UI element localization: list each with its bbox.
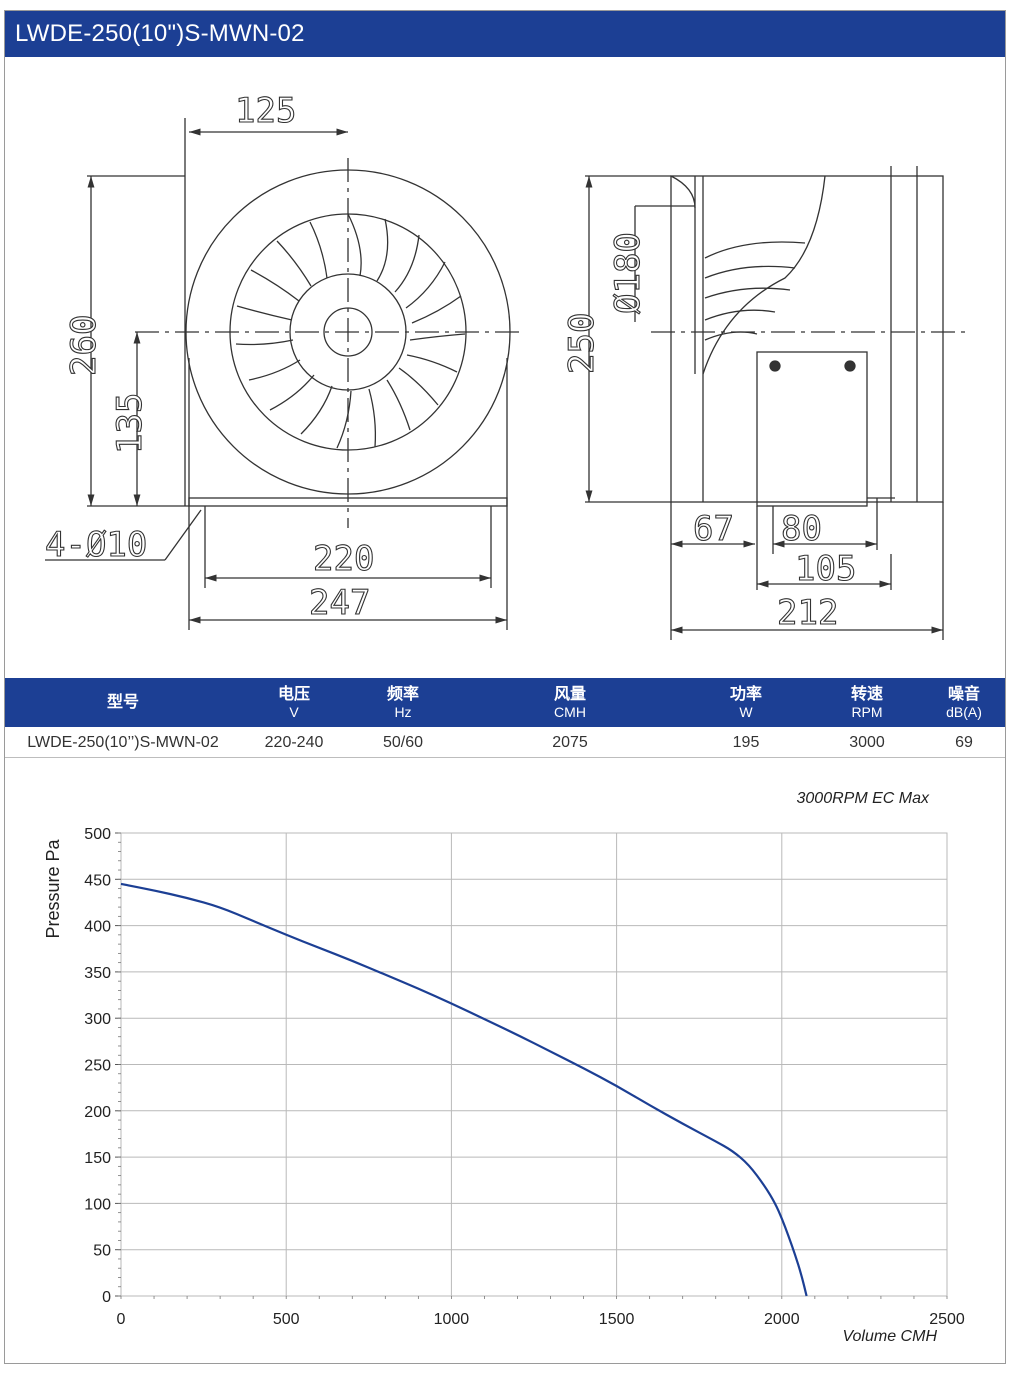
y-tick-label: 350 [84, 965, 111, 982]
y-tick-label: 450 [84, 872, 111, 889]
table-row: LWDE-250(10’’)S-MWN-02 220-240 50/60 207… [5, 727, 1005, 758]
cell-noise: 69 [955, 734, 973, 751]
dim-label: 220 [313, 539, 374, 579]
inlet-curve [702, 175, 826, 375]
dim-label: 135 [110, 393, 150, 454]
cell-speed: 3000 [849, 734, 885, 751]
series-line [120, 882, 808, 1297]
x-tick-label: 500 [273, 1311, 300, 1328]
cell-airflow: 2075 [552, 734, 588, 751]
y-tick-label: 0 [102, 1289, 111, 1306]
x-tick-label: 0 [117, 1311, 126, 1328]
chart-ticks: 0 500 1000 1500 2000 2500 0 50 100 150 200 250 300 35… [84, 826, 965, 1328]
x-axis-label: Volume CMH [842, 1328, 937, 1345]
y-tick-label: 150 [84, 1150, 111, 1167]
x-tick-label: 2000 [764, 1311, 800, 1328]
dim-label: 4-Ø10 [45, 525, 147, 565]
y-tick-label: 250 [84, 1058, 111, 1075]
page-title: LWDE-250(10")S-MWN-02 [5, 11, 1005, 57]
dim-label: 212 [777, 593, 838, 633]
dim-label: 105 [795, 549, 856, 589]
blade-slices [704, 241, 806, 341]
side-outline [670, 175, 944, 503]
x-tick-label: 2500 [929, 1311, 965, 1328]
y-axis-label: Pressure Pa [43, 838, 63, 938]
y-tick-label: 100 [84, 1196, 111, 1213]
dim-label: 125 [235, 91, 296, 131]
dim-label: 80 [781, 509, 822, 549]
performance-chart: 0 500 1000 1500 2000 2500 0 50 100 150 200 250 300 35… [5, 759, 1005, 1365]
dim-label: 67 [693, 509, 734, 549]
spec-sheet: LWDE-250(10")S-MWN-02 [4, 10, 1006, 1364]
chart-annotation: 3000RPM EC Max [797, 790, 930, 807]
dim-label: Ø180 [608, 232, 648, 314]
y-tick-label: 200 [84, 1104, 111, 1121]
header-model: 型号 [106, 693, 139, 711]
cell-frequency: 50/60 [382, 734, 424, 751]
cell-voltage: 220-240 [264, 734, 324, 751]
y-tick-label: 300 [84, 1011, 111, 1028]
y-tick-label: 500 [84, 826, 111, 843]
base-plate [188, 497, 508, 507]
technical-drawing: 125 260 135 4-Ø10 220 247 Ø180 250 67 80… [5, 58, 1005, 678]
x-tick-label: 1000 [434, 1311, 470, 1328]
dim-label: 250 [562, 313, 602, 374]
cell-power: 195 [732, 734, 760, 751]
x-tick-label: 1500 [599, 1311, 635, 1328]
chart-grid [120, 832, 948, 1297]
y-tick-label: 400 [84, 919, 111, 936]
dim-label: 260 [64, 315, 104, 376]
pressure-volume-chart: 0 500 1000 1500 2000 2500 0 50 100 150 200 250 300 35… [43, 790, 965, 1345]
dim-label: 247 [309, 583, 370, 623]
y-tick-label: 50 [93, 1243, 111, 1260]
cell-model: LWDE-250(10’’)S-MWN-02 [27, 734, 219, 751]
motor-bracket [756, 351, 868, 507]
dimension-drawing: 125 260 135 4-Ø10 220 247 Ø180 250 67 80… [44, 90, 965, 640]
impeller-blades [235, 213, 466, 449]
